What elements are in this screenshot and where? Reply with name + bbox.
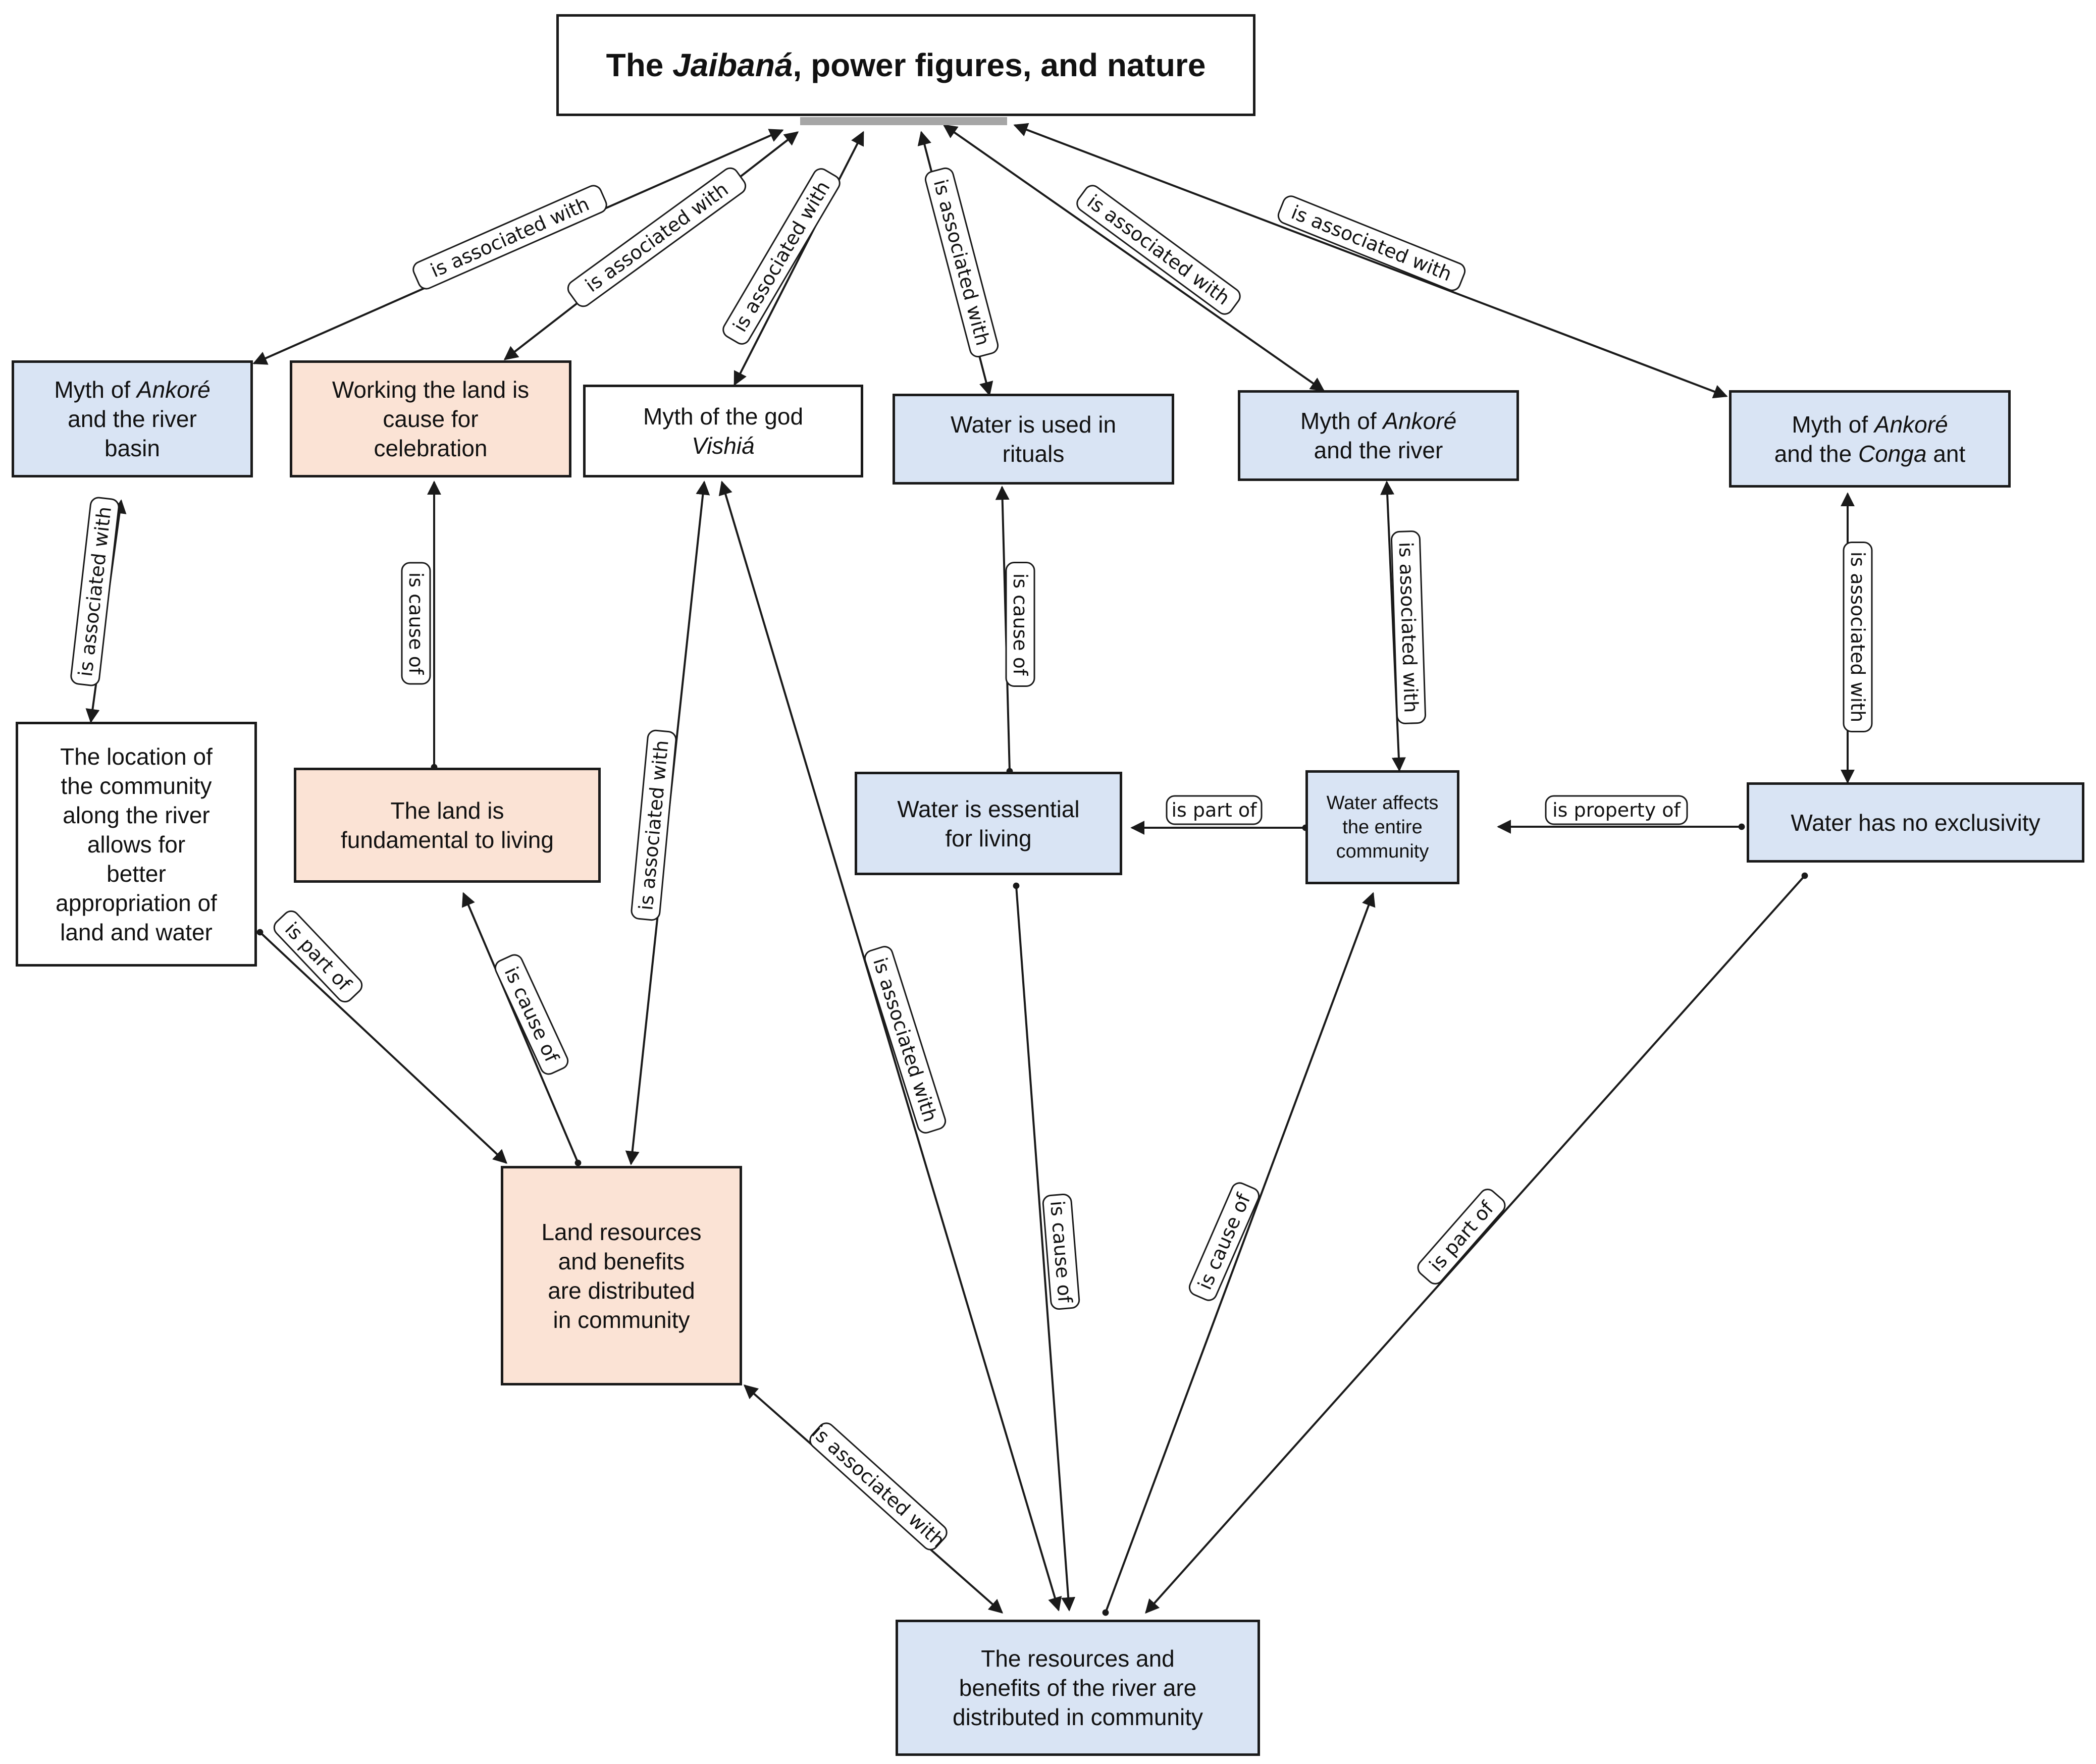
- edge-label-text: is associated with: [929, 177, 994, 348]
- edge-label-box: [1076, 185, 1241, 315]
- node-title: The Jaibaná, power figures, and nature: [556, 14, 1255, 116]
- edge-label-box: [631, 729, 677, 921]
- edge-label-box: [1277, 195, 1466, 291]
- edge-label: is associated with: [808, 1421, 950, 1552]
- node-land-resources: Land resources and benefits are distribu…: [501, 1166, 742, 1385]
- edge-label-box: [1391, 530, 1426, 724]
- edge-label: is part of: [1166, 795, 1263, 825]
- edge-label: is associated with: [1277, 195, 1466, 291]
- edge-label-text: is associated with: [427, 193, 592, 282]
- node-water-affects: Water affects the entire community: [1305, 770, 1459, 884]
- edge-label: is part of: [1417, 1189, 1506, 1285]
- edge-label-text: is cause of: [1009, 573, 1031, 676]
- edge-label-box: [401, 562, 431, 685]
- edge-label-text: is associated with: [728, 177, 834, 336]
- edge-label-box: [273, 910, 363, 1003]
- edge-label-text: is property of: [1552, 799, 1681, 821]
- edge-label-text: is part of: [1425, 1197, 1499, 1276]
- edge-label-box: [494, 954, 569, 1075]
- edge-label: is cause of: [401, 562, 431, 685]
- edge-label: is associated with: [1391, 530, 1426, 724]
- edge-label-box: [1417, 1189, 1506, 1285]
- edge-label-box: [412, 185, 607, 290]
- node-myth-ankore-conga: Myth of Ankoré and the Conga ant: [1729, 390, 2011, 488]
- edge-connector: [461, 892, 582, 1166]
- edge-label: is associated with: [631, 729, 677, 921]
- edge-label: is cause of: [494, 954, 569, 1075]
- edge-connector: [942, 124, 1325, 392]
- edge-label-box: [1545, 795, 1688, 825]
- edge-label-box: [567, 167, 747, 307]
- edge-label-text: is part of: [281, 918, 356, 996]
- edge-label-box: [864, 946, 947, 1134]
- edge-label-text: is part of: [1171, 799, 1257, 821]
- node-land-fundamental: The land is fundamental to living: [294, 768, 601, 883]
- node-working-land: Working the land is cause for celebratio…: [290, 360, 571, 477]
- edge-connector: [256, 929, 508, 1164]
- node-myth-vishia: Myth of the god Vishiá: [583, 385, 863, 477]
- edge-label: is cause of: [1042, 1193, 1080, 1310]
- edge-label: is associated with: [1843, 542, 1873, 732]
- edge-label-text: is associated with: [808, 1421, 950, 1552]
- node-myth-ankore-river-basin: Myth of Ankoré and the river basin: [12, 360, 253, 477]
- edge-label: is cause of: [1188, 1182, 1260, 1301]
- edge-label-text: is associated with: [1847, 552, 1869, 722]
- edge-connector: [1102, 892, 1376, 1616]
- node-water-rituals: Water is used in rituals: [893, 394, 1174, 485]
- edge-label: is property of: [1545, 795, 1688, 825]
- edge-label-text: is associated with: [1395, 542, 1423, 713]
- edge-connector: [1013, 882, 1076, 1612]
- edge-label-box: [722, 168, 841, 345]
- edge-label: is cause of: [1005, 562, 1035, 687]
- edge-connector: [733, 131, 864, 386]
- edge-label-box: [1188, 1182, 1260, 1301]
- edge-label-text: is cause of: [405, 572, 427, 675]
- node-river-resources: The resources and benefits of the river …: [896, 1620, 1260, 1756]
- edge-label-box: [1005, 562, 1035, 687]
- edge-label-box: [924, 167, 999, 358]
- edge-label: is associated with: [924, 167, 999, 358]
- edge-connector: [1013, 123, 1728, 399]
- node-water-exclusivity: Water has no exclusivity: [1747, 782, 2084, 863]
- edge-connector: [1380, 480, 1406, 772]
- title-underline-bar: [800, 117, 1007, 125]
- edge-label-box: [1843, 542, 1873, 732]
- node-water-essential: Water is essential for living: [855, 772, 1122, 875]
- node-myth-ankore-river: Myth of Ankoré and the river: [1238, 390, 1519, 481]
- edge-label-box: [70, 497, 120, 686]
- edge-label-box: [1042, 1193, 1080, 1310]
- edge-label-text: is cause of: [500, 964, 564, 1066]
- edge-label: is associated with: [70, 497, 120, 686]
- edge-label-text: is associated with: [1083, 190, 1234, 309]
- node-community-location: The location of the community along the …: [16, 722, 257, 967]
- edge-label-text: is associated with: [1288, 201, 1455, 285]
- edge-label-box: [1166, 795, 1263, 825]
- edge-label: is associated with: [864, 946, 947, 1134]
- edge-label: is associated with: [412, 185, 607, 290]
- edge-label-box: [809, 1422, 948, 1551]
- edge-connector: [1145, 872, 1808, 1614]
